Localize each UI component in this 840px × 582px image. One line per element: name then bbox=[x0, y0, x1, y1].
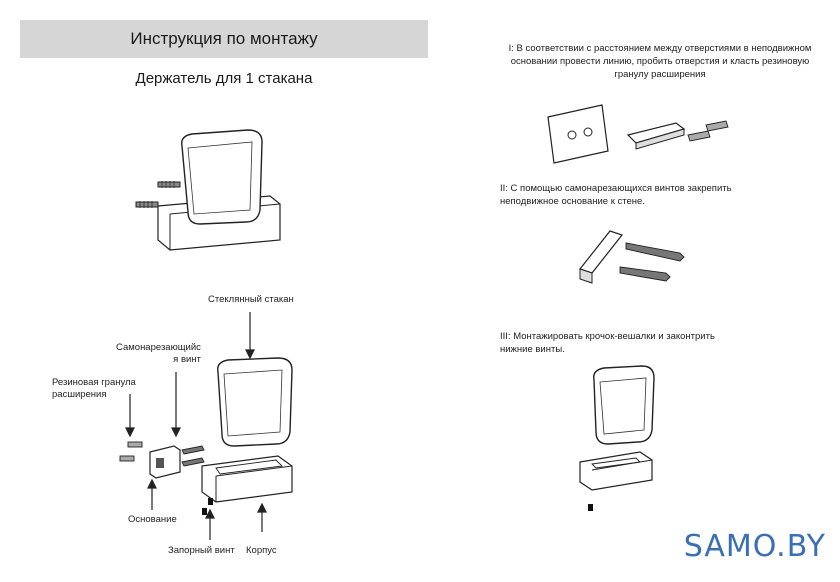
step2-line1: II: С помощью самонарезающихся винтов за… bbox=[500, 183, 732, 194]
step1-line1: I: В соответствии с расстоянием между от… bbox=[508, 43, 812, 54]
label-screw-line1: Самонарезающийс bbox=[116, 342, 201, 353]
step3-line1: III: Монтажировать крочок-вешалки и зако… bbox=[500, 331, 715, 342]
step1-text: I: В соответствии с расстоянием между от… bbox=[490, 42, 830, 81]
page-title: Инструкция по монтажу bbox=[130, 29, 318, 48]
step1-line3: гранулу расширения bbox=[614, 69, 706, 80]
step3-illustration bbox=[579, 365, 655, 511]
label-screw-line2: я винт bbox=[173, 354, 201, 365]
step2-line2: неподвижное основание к стене. bbox=[500, 196, 645, 207]
exploded-view-illustration bbox=[119, 312, 293, 540]
step1-line2: основании провести линию, пробить отверс… bbox=[510, 56, 810, 67]
label-anchor-line2: расширения bbox=[52, 389, 107, 400]
label-glass: Стеклянный стакан bbox=[208, 294, 294, 305]
label-anchor: Резиновая гранула расширения bbox=[52, 377, 136, 401]
step3-line2: нижние винты. bbox=[500, 344, 565, 355]
step3-text: III: Монтажировать крочок-вешалки и зако… bbox=[500, 330, 820, 356]
page-subtitle: Держатель для 1 стакана bbox=[135, 70, 313, 87]
label-base: Основание bbox=[128, 514, 177, 525]
label-anchor-line1: Резиновая гранула bbox=[52, 377, 136, 388]
title-bar: Инструкция по монтажу bbox=[20, 20, 428, 58]
label-screw: Самонарезающийс я винт bbox=[116, 342, 201, 366]
step2-text: II: С помощью самонарезающихся винтов за… bbox=[500, 182, 820, 208]
step1-illustration bbox=[547, 104, 729, 164]
label-lock-screw: Запорный винт bbox=[168, 545, 235, 556]
brand-logo: SAMO.BY bbox=[683, 529, 826, 564]
step2-illustration bbox=[578, 230, 685, 284]
assembled-holder-illustration bbox=[135, 129, 281, 251]
label-body: Корпус bbox=[246, 545, 277, 556]
